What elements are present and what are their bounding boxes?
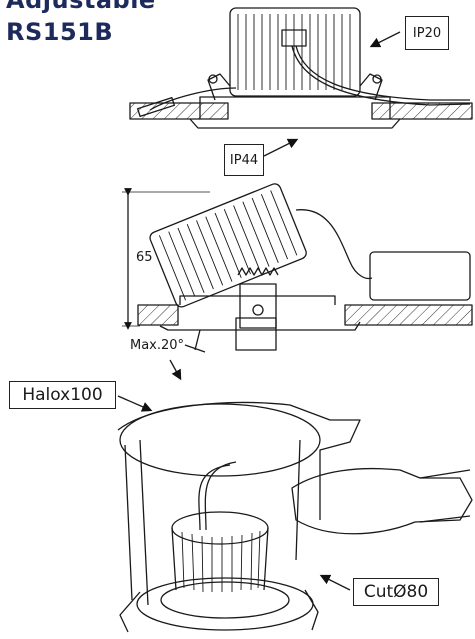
ceiling-left	[129, 102, 229, 120]
driver-body	[291, 467, 473, 535]
spring-clip-left	[207, 73, 231, 101]
product-title-line2: RS151B	[6, 18, 114, 46]
ip20-label: IP20	[405, 16, 449, 50]
cutout-label: CutØ80	[353, 578, 439, 606]
ip44-pointer	[263, 138, 299, 157]
iso-trim-ring	[136, 577, 314, 631]
ceiling-right-2	[344, 304, 473, 326]
driver-label: Halox100	[9, 381, 116, 409]
led-module	[229, 7, 361, 97]
ip20-pointer	[369, 31, 401, 48]
tilt-view	[122, 183, 473, 381]
spring-clip-right	[359, 73, 383, 101]
driver-box-side	[369, 251, 471, 301]
trim-ring	[189, 118, 401, 129]
ceiling-left-2	[137, 304, 179, 326]
tilt-bracket	[239, 283, 277, 329]
driver-housing	[117, 401, 361, 520]
ip44-label: IP44	[224, 144, 264, 176]
height-dimension-label: 65	[136, 250, 153, 265]
tilt-angle-label: Max.20°	[130, 338, 185, 353]
tilt-cable	[295, 209, 373, 280]
cable	[291, 45, 471, 106]
halox-pointer	[117, 395, 153, 412]
iso-cable	[198, 464, 231, 531]
tilted-led-module	[149, 183, 307, 308]
isometric-view	[117, 395, 473, 633]
iso-led-module	[171, 511, 269, 593]
side-view	[129, 7, 473, 157]
product-title-line1: Adjustable	[6, 0, 156, 14]
cut-pointer	[319, 574, 351, 591]
ceiling-right	[371, 102, 473, 120]
